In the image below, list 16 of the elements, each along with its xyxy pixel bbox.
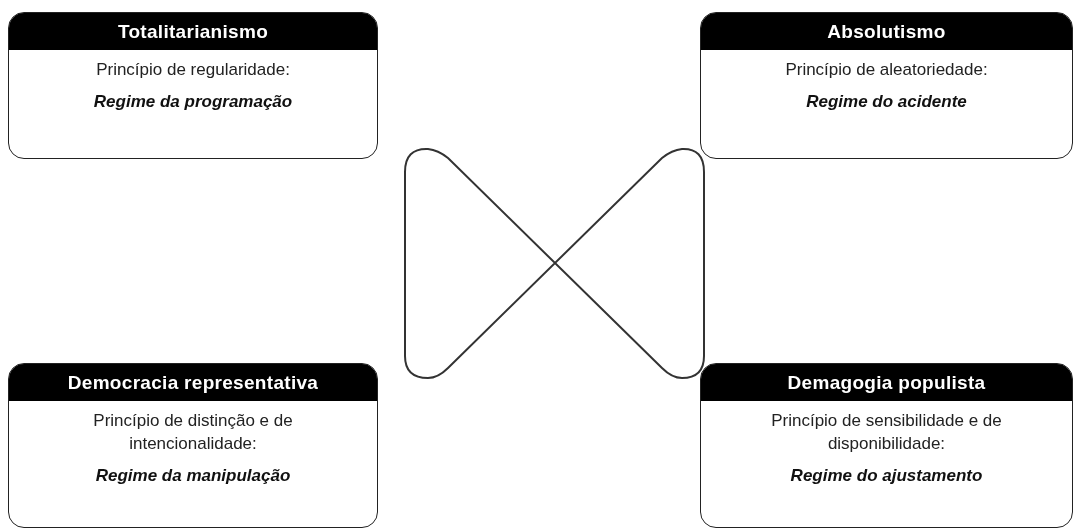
concept-card [700,12,1073,159]
concept-card [700,363,1073,528]
principle-text: Princípio de aleatoriedade: [785,59,988,81]
card-heading: Democracia representativa [9,364,377,401]
principle-text: Princípio de regularidade: [96,59,290,81]
regime-text: Regime do ajustamento [790,465,983,486]
concept-card [8,363,378,528]
card-heading: Demagogia populista [701,364,1072,401]
concept-card [8,12,378,159]
regime-text: Regime do acidente [806,91,967,112]
card-heading: Totalitarianismo [9,13,377,50]
card-heading: Absolutismo [701,13,1072,50]
principle-text: Princípio de sensibilidade e de disponibilidade: [770,410,1003,455]
regime-text: Regime da programação [93,91,293,112]
regime-text: Regime da manipulação [95,465,291,486]
principle-text: Princípio de distinção e de intencionalidade: [92,410,294,455]
